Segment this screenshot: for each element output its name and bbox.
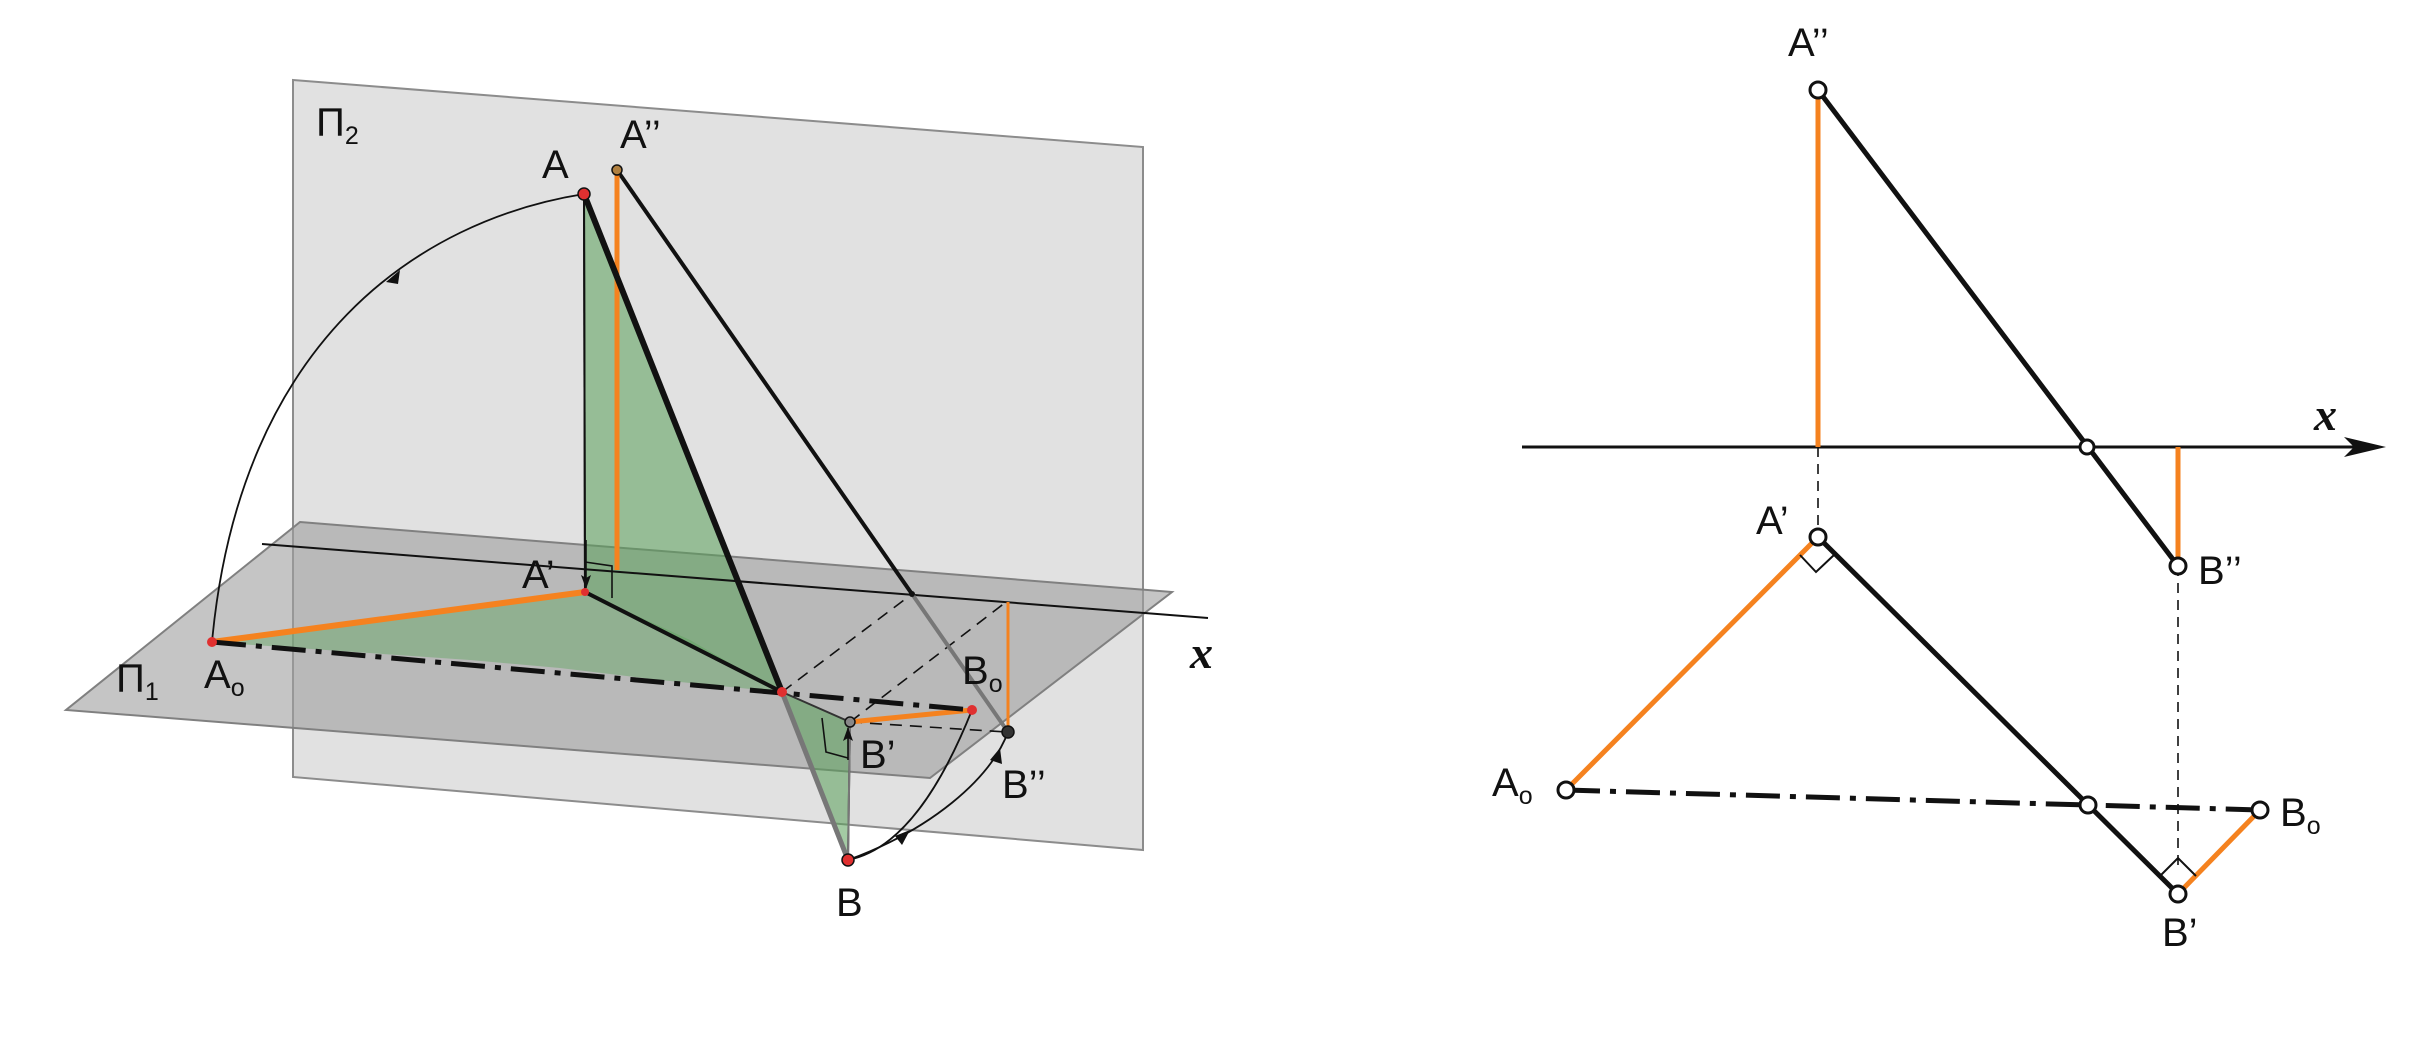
label-b1-2d: B’ xyxy=(2162,911,2198,955)
point-a xyxy=(577,187,591,201)
right-epure-view: x A’’ A’ Ao B’’ B’ xyxy=(1492,21,2386,955)
arc-arrow-a xyxy=(386,270,400,284)
label-a0-2d: Ao xyxy=(1492,761,1533,810)
point-a1-2d xyxy=(1808,527,1828,547)
rotation-arc-a xyxy=(211,193,585,643)
segment-a2-b2-lower xyxy=(910,592,1010,734)
label-x-2d: x xyxy=(2313,389,2337,440)
label-pi2: Π2 xyxy=(316,101,359,150)
point-mid-2d xyxy=(2078,795,2098,815)
label-a2: A’’ xyxy=(620,113,661,157)
right-angle-b1-2d xyxy=(2159,856,2197,877)
dashed-line-3 xyxy=(849,721,1007,733)
point-x-crossing-2d xyxy=(2078,438,2096,456)
segment-ab-true xyxy=(581,192,785,694)
label-a: A xyxy=(542,143,569,187)
label-b0: Bo xyxy=(962,649,1003,698)
label-a0: Ao xyxy=(204,653,245,702)
x-axis-arrow xyxy=(2344,437,2386,457)
point-b2-2d xyxy=(2168,556,2188,576)
right-angle-mark-b1 xyxy=(821,717,849,759)
label-a2-2d: A’’ xyxy=(1788,21,1829,65)
dashed-line-2 xyxy=(849,601,1007,723)
projector-a-a1 xyxy=(583,193,586,593)
projector-b-b1 xyxy=(847,721,851,861)
point-b0 xyxy=(967,705,977,715)
label-x-3d: x xyxy=(1189,627,1213,678)
arc-arrow-b2 xyxy=(990,748,1002,764)
label-b: B xyxy=(836,881,863,925)
orange-a0-a1 xyxy=(211,589,586,645)
dash-dot-a0-b0 xyxy=(211,639,973,713)
label-a1-2d: A’ xyxy=(1756,499,1789,543)
point-b2 xyxy=(1001,725,1015,739)
label-b1: B’ xyxy=(860,733,896,777)
point-a1 xyxy=(581,588,589,596)
orange-b1-b0 xyxy=(849,707,973,725)
segment-a2-b2-upper xyxy=(615,168,914,596)
point-a2 xyxy=(611,164,623,176)
orange-b1-b0-2d xyxy=(2176,808,2262,896)
rotation-arc-b1 xyxy=(847,709,973,861)
point-a0 xyxy=(207,637,217,647)
dash-dot-a0-b0-2d xyxy=(1565,787,2261,813)
right-angle-a1-2d xyxy=(1799,554,1835,574)
point-intersection xyxy=(777,687,787,697)
point-a0-2d xyxy=(1556,780,1576,800)
point-b xyxy=(841,853,855,867)
label-b0-2d: Bo xyxy=(2280,791,2321,840)
label-b2-2d: B’’ xyxy=(2198,549,2242,593)
dashed-line-1 xyxy=(781,593,913,693)
segment-ab-true-lower xyxy=(779,691,851,861)
left-3d-view: Π2 Π1 A A’’ A’ Ao B B’ B’’ Bo x xyxy=(63,78,1213,925)
point-b1-2d xyxy=(2168,884,2188,904)
point-b0-2d xyxy=(2250,800,2270,820)
segment-a1-b1 xyxy=(584,590,783,694)
right-angle-mark-a1 xyxy=(584,561,613,598)
point-x-crossing xyxy=(909,591,915,597)
segment-a2-b2 xyxy=(1816,88,2180,568)
label-b2: B’’ xyxy=(1002,763,1046,807)
segment-a1-b1-2d xyxy=(1816,535,2180,896)
point-b1 xyxy=(844,716,856,728)
label-a1: A’ xyxy=(522,553,555,597)
point-a2-2d xyxy=(1808,80,1828,100)
orange-a0-a1-2d xyxy=(1564,535,1820,792)
label-pi1: Π1 xyxy=(116,657,159,706)
